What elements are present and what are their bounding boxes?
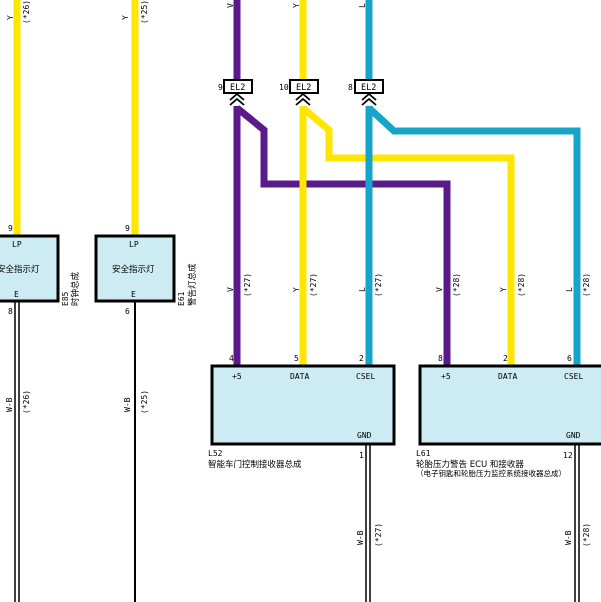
l61-pin-plus5: 8 — [438, 354, 443, 363]
e61-note-top: (*25) — [140, 0, 149, 24]
l61-wire-code-bottom: W-B — [564, 530, 573, 545]
connector-el2-blue: EL2 8 — [348, 79, 384, 106]
l61-term-gnd: GND — [566, 431, 581, 440]
el2-pin: 10 — [279, 83, 289, 92]
e85-pin-bottom: 8 — [8, 307, 13, 316]
e85-wire-code-bottom: W-B — [5, 397, 14, 412]
el2-label: EL2 — [296, 83, 311, 93]
l61-term-data: DATA — [498, 372, 517, 381]
wire-code-l-l61: L — [565, 287, 574, 292]
wire-code-y-l52: Y — [292, 287, 301, 292]
note-y-l52: (*27) — [309, 273, 318, 297]
e61-box — [94, 234, 176, 303]
l52-pin-gnd: 1 — [359, 451, 364, 460]
wire-y-to-l61 — [299, 105, 515, 366]
note-v-l52: (*27) — [243, 273, 252, 297]
wire-code-y-top: Y — [292, 3, 301, 8]
e61-pin-bottom: 6 — [125, 307, 130, 316]
e61-lamp-name: 安全指示灯 — [112, 264, 155, 275]
connector-el2-yellow: EL2 10 — [279, 79, 319, 106]
l61-note-bottom: (*28) — [582, 523, 591, 547]
e61-wire-code-bottom: W-B — [123, 397, 132, 412]
l52-pin-plus5: 4 — [229, 354, 234, 363]
l61-desc: 轮胎压力警告 ECU 和接收器 — [416, 459, 524, 470]
connector-el2-violet: EL2 9 — [218, 79, 253, 106]
l52-box — [210, 364, 396, 446]
e85-code: E85 — [61, 291, 70, 306]
e61-wire-code-top: Y — [121, 15, 130, 20]
l61-box — [418, 364, 601, 446]
e61-desc: 警告灯总成 — [187, 263, 198, 306]
wire-code-y-l61: Y — [499, 287, 508, 292]
l61-term-plus5: +5 — [441, 372, 451, 381]
e85-lamp-name: 安全指示灯 — [0, 264, 40, 275]
l61-pin-gnd: 12 — [563, 451, 573, 460]
l61-desc2: （电子钥匙和轮胎压力监控系统接收器总成） — [416, 468, 566, 478]
note-l-l52: (*27) — [374, 273, 383, 297]
e85-desc: 时钟总成 — [70, 271, 81, 306]
el2-label: EL2 — [230, 83, 245, 93]
l52-term-csel: CSEL — [356, 372, 375, 381]
l52-code: L52 — [208, 449, 223, 458]
el2-pin: 8 — [348, 83, 353, 92]
l61-code: L61 — [416, 449, 431, 458]
el2-label: EL2 — [361, 83, 376, 93]
e85-e-label: E — [14, 290, 19, 299]
e85-note-bottom: (*26) — [22, 390, 31, 414]
l52-note-bottom: (*27) — [374, 523, 383, 547]
wire-code-l-top: L — [358, 3, 367, 8]
wire-code-l-l52: L — [358, 287, 367, 292]
l52-pin-data: 5 — [294, 354, 299, 363]
wire-code-v-l61: V — [435, 287, 444, 292]
el2-pin: 9 — [218, 83, 223, 92]
e85-box — [0, 234, 60, 303]
l52-term-gnd: GND — [357, 431, 372, 440]
l52-term-plus5: +5 — [232, 372, 242, 381]
e85-lp-label: LP — [12, 240, 22, 249]
l52-wire-code-bottom: W-B — [356, 530, 365, 545]
l61-pin-data: 2 — [503, 354, 508, 363]
e61-pin-top: 9 — [125, 224, 130, 233]
e85-note-top: (*26) — [22, 0, 31, 24]
l52-pin-csel: 2 — [359, 354, 364, 363]
wire-code-v-l52: V — [226, 287, 235, 292]
e61-code: E61 — [177, 291, 186, 306]
l61-pin-csel: 6 — [567, 354, 572, 363]
e61-lp-label: LP — [129, 240, 139, 249]
e85-pin-top: 9 — [8, 224, 13, 233]
wire-v-to-l61 — [233, 105, 451, 366]
e61-e-label: E — [131, 290, 136, 299]
e61-note-bottom: (*25) — [140, 390, 149, 414]
note-v-l61: (*28) — [452, 273, 461, 297]
wire-code-v-top: V — [226, 3, 235, 8]
note-l-l61: (*28) — [582, 273, 591, 297]
l52-term-data: DATA — [290, 372, 309, 381]
note-y-l61: (*28) — [517, 273, 526, 297]
l52-desc: 智能车门控制接收器总成 — [208, 459, 302, 470]
l61-term-csel: CSEL — [564, 372, 583, 381]
wire-l-to-l61 — [365, 105, 581, 366]
e85-wire-code-top: Y — [6, 15, 15, 20]
